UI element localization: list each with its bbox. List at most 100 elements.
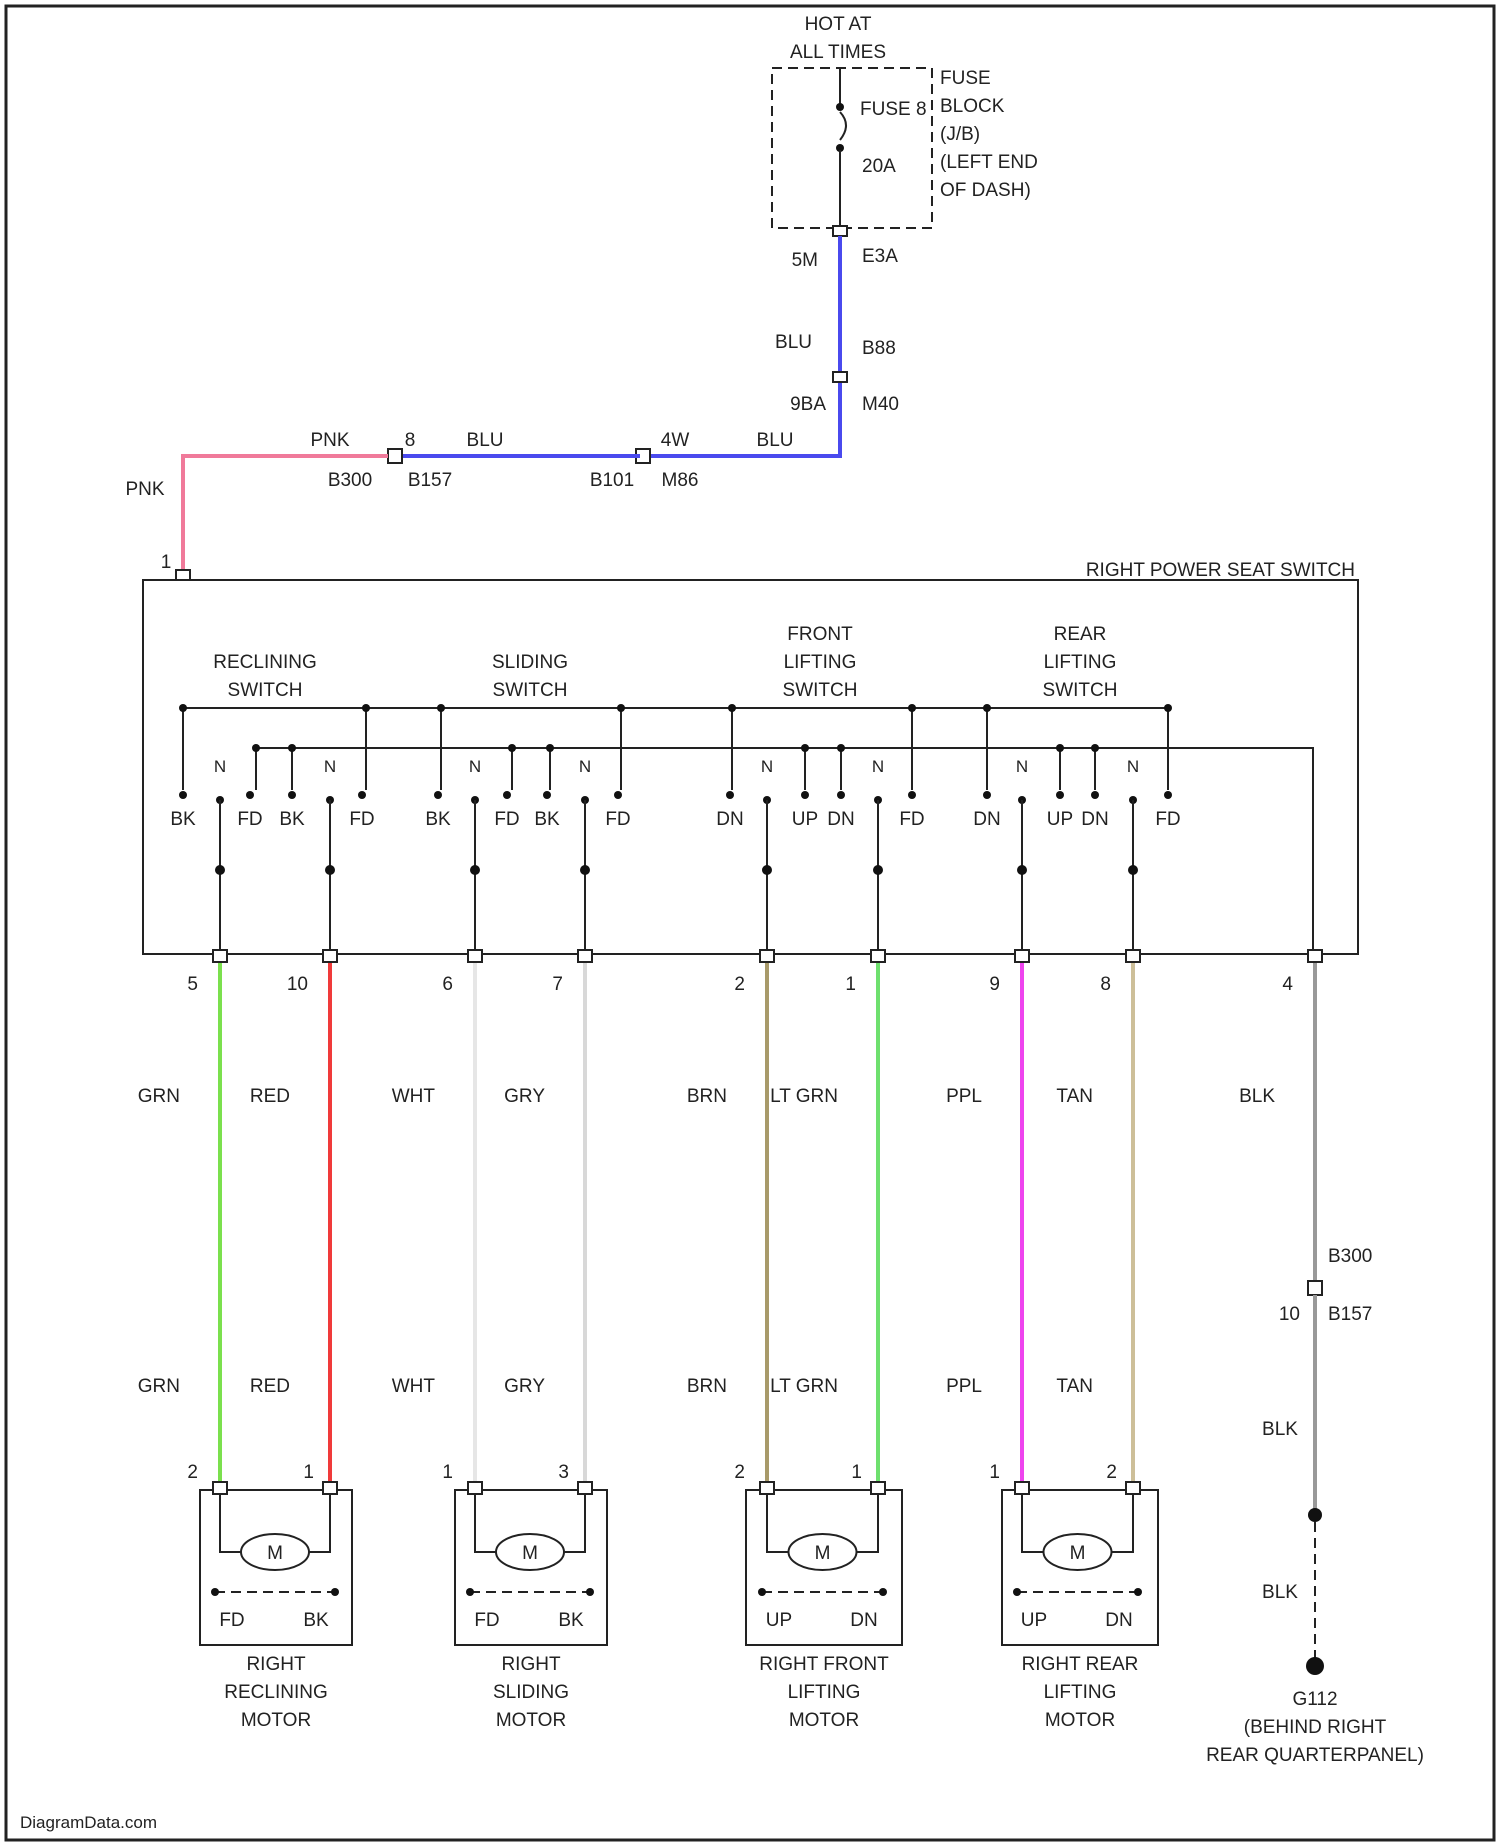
group-rear-line2: LIFTING (1044, 652, 1117, 673)
fuse-block-line-2: BLOCK (940, 96, 1005, 117)
switch-contact-label: N (214, 757, 226, 776)
motor-symbol-letter: M (267, 1543, 283, 1564)
switch-contact-node (503, 791, 511, 799)
feed-color-2: BLU (467, 430, 504, 451)
wire-color-upper: WHT (392, 1086, 436, 1107)
motor-dir-right: DN (1105, 1610, 1132, 1631)
feed-pin-b: 4W (661, 430, 690, 451)
wire-color-lower: GRY (504, 1376, 545, 1397)
ground-loc-1: (BEHIND RIGHT (1244, 1717, 1387, 1738)
switch-contact-label: BK (425, 809, 451, 830)
motor-direction-arrow-right (879, 1588, 887, 1596)
feed-conn-mid2: M40 (862, 394, 899, 415)
motor-lead-right (857, 1494, 879, 1552)
ground-point (1306, 1657, 1324, 1675)
motor-terminal-left (760, 1482, 774, 1494)
group-rear-line1: REAR (1054, 624, 1107, 645)
motor-pin-left: 2 (187, 1462, 198, 1483)
switch-contact-label: DN (827, 809, 854, 830)
group-front-line3: SWITCH (783, 680, 858, 701)
switch-output-node (1017, 865, 1027, 875)
fuse-terminal-top (836, 103, 844, 111)
fuse-block-outline (772, 68, 932, 228)
motor-dir-right: BK (303, 1610, 329, 1631)
switch-contact-label: UP (792, 809, 818, 830)
feed-color-3: BLU (757, 430, 794, 451)
switch-contact-label: N (1016, 757, 1028, 776)
motor-lead-left (1022, 1494, 1044, 1552)
bus-node-lower (288, 744, 296, 752)
wire-color-upper: BLK (1239, 1086, 1275, 1107)
connector-b157 (388, 449, 402, 463)
switch-contact-label: FD (494, 809, 519, 830)
bus-node-upper (362, 704, 370, 712)
page-border (6, 6, 1494, 1840)
feed-pnk-1: PNK (310, 430, 349, 451)
watermark: DiagramData.com (20, 1813, 157, 1832)
fuse-block-line-1: FUSE (940, 68, 991, 89)
motor-name-line: RIGHT (246, 1654, 306, 1675)
motor-direction-arrow-left (211, 1588, 219, 1596)
switch-contact-label: BK (170, 809, 196, 830)
feed-conn-b1: B101 (590, 470, 634, 491)
feed-color-1: BLU (775, 332, 812, 353)
motor-direction-arrow-right (331, 1588, 339, 1596)
ground-pin: 10 (1279, 1304, 1300, 1325)
ground-blk-1: BLK (1262, 1419, 1298, 1440)
wire-color-lower: TAN (1056, 1376, 1093, 1397)
wire-color-lower: LT GRN (770, 1376, 838, 1397)
motor-symbol-letter: M (1070, 1543, 1086, 1564)
switch-contact-label: DN (1081, 809, 1108, 830)
ground-connector (1308, 1281, 1322, 1295)
motor-dir-left: UP (1021, 1610, 1047, 1631)
switch-output-node (580, 865, 590, 875)
motor-name-line: SLIDING (493, 1682, 569, 1703)
fuse-name: FUSE 8 (860, 99, 927, 120)
switch-contact-label: N (872, 757, 884, 776)
motor-terminal-left (213, 1482, 227, 1494)
fuse-rating: 20A (862, 156, 896, 177)
fuse-block-line-4: (LEFT END (940, 152, 1038, 173)
switch-contact-node (1056, 791, 1064, 799)
motor-dir-right: DN (850, 1610, 877, 1631)
switch-contact-label: N (579, 757, 591, 776)
output-pin-label: 7 (552, 974, 563, 995)
motor-terminal-right (1126, 1482, 1140, 1494)
output-terminal (1015, 950, 1029, 962)
ground-blk-2: BLK (1262, 1582, 1298, 1603)
wire-color-upper: PPL (946, 1086, 982, 1107)
feed-conn-mid: B88 (862, 338, 896, 359)
wire-color-upper: LT GRN (770, 1086, 838, 1107)
output-pin-label: 5 (187, 974, 198, 995)
feed-conn-a1: B300 (328, 470, 372, 491)
switch-output-node (1128, 865, 1138, 875)
motor-direction-arrow-right (586, 1588, 594, 1596)
wire-color-upper: BRN (687, 1086, 727, 1107)
switch-output-node (325, 865, 335, 875)
switch-contact-node (983, 791, 991, 799)
wire-color-lower: BRN (687, 1376, 727, 1397)
switch-contact-label: BK (279, 809, 305, 830)
switch-contact-node (543, 791, 551, 799)
feed-conn-top: E3A (862, 246, 898, 267)
group-front-line1: FRONT (787, 624, 853, 645)
motor-dir-left: FD (474, 1610, 499, 1631)
bus-node-lower (1091, 744, 1099, 752)
motor-direction-arrow-left (758, 1588, 766, 1596)
switch-contact-node (1164, 791, 1172, 799)
ground-conn-2: B157 (1328, 1304, 1372, 1325)
output-pin-label: 4 (1282, 974, 1293, 995)
wire-color-upper: TAN (1056, 1086, 1093, 1107)
connector-b88 (833, 372, 847, 382)
motor-lead-left (767, 1494, 789, 1552)
switch-contact-node (837, 791, 845, 799)
wire-color-lower: GRN (138, 1376, 180, 1397)
switch-contact-node (434, 791, 442, 799)
wire-color-upper: GRY (504, 1086, 545, 1107)
fuse-block-line-5: OF DASH) (940, 180, 1031, 201)
motor-pin-right: 1 (851, 1462, 862, 1483)
switch-contact-label: UP (1047, 809, 1073, 830)
ground-splice (1308, 1508, 1322, 1522)
wire-color-lower: RED (250, 1376, 290, 1397)
output-terminal (323, 950, 337, 962)
